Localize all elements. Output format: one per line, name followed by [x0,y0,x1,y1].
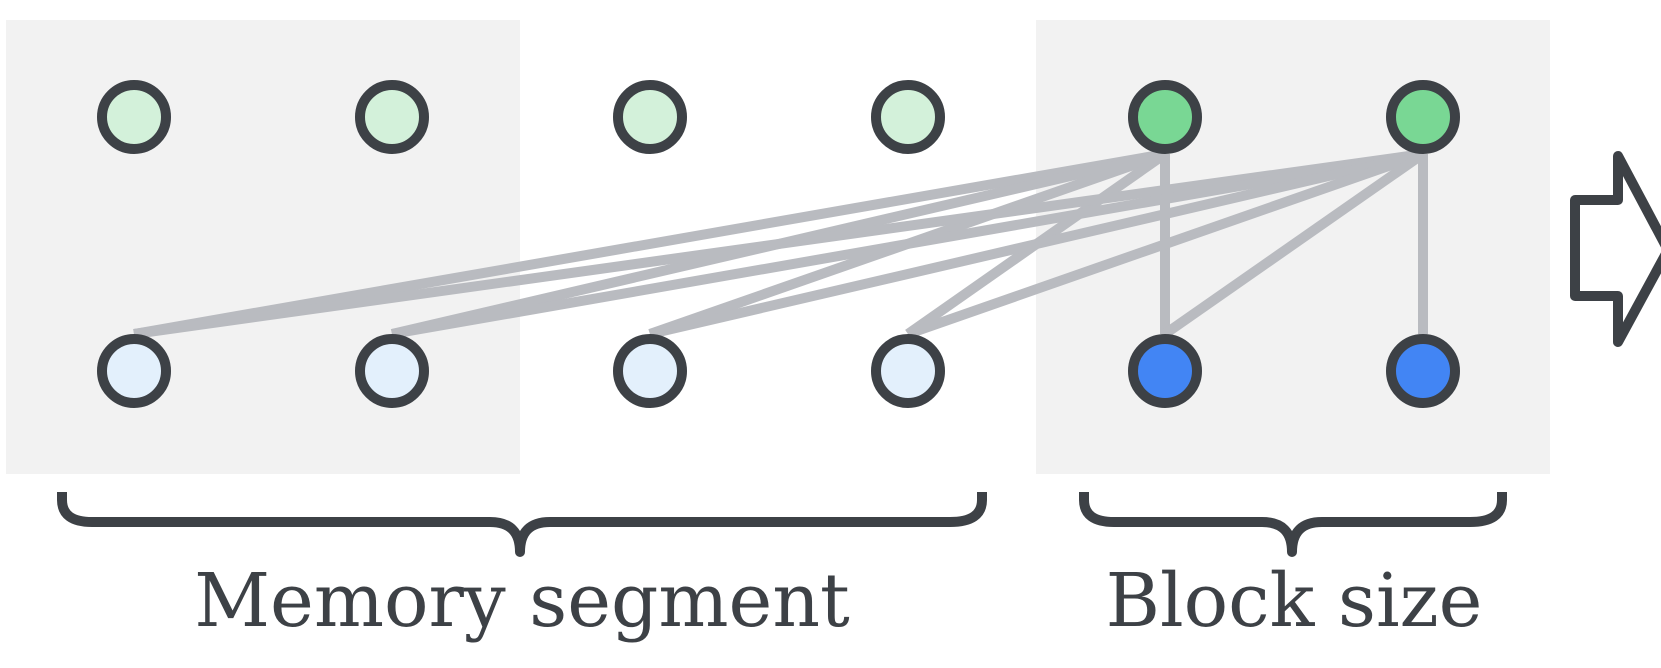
edge-t6-b3 [648,149,1425,339]
edge-t6-b5 [1162,149,1426,339]
node-b6 [1386,334,1460,408]
node-t5 [1128,80,1202,154]
node-b4 [871,334,945,408]
left-panel [6,20,520,474]
node-b2 [355,334,429,408]
node-group [97,80,1460,408]
node-t6 [1386,80,1460,154]
node-b1 [97,334,171,408]
edge-t6-b4 [906,149,1425,339]
edge-group [133,149,1428,339]
node-b3 [613,334,687,408]
block-size-brace [1079,492,1507,557]
edge-t6-b1 [133,149,1424,339]
edge-t6-b2 [391,149,1424,339]
right-arrow-icon [1570,151,1661,347]
memory-segment-label: Memory segment [194,558,850,644]
block-size-label: Block size [1106,558,1483,644]
node-t4 [871,80,945,154]
node-t3 [613,80,687,154]
edge-t5-b1 [133,149,1166,339]
node-t1 [97,80,171,154]
node-t2 [355,80,429,154]
memory-segment-brace [57,492,987,557]
node-b5 [1128,334,1202,408]
